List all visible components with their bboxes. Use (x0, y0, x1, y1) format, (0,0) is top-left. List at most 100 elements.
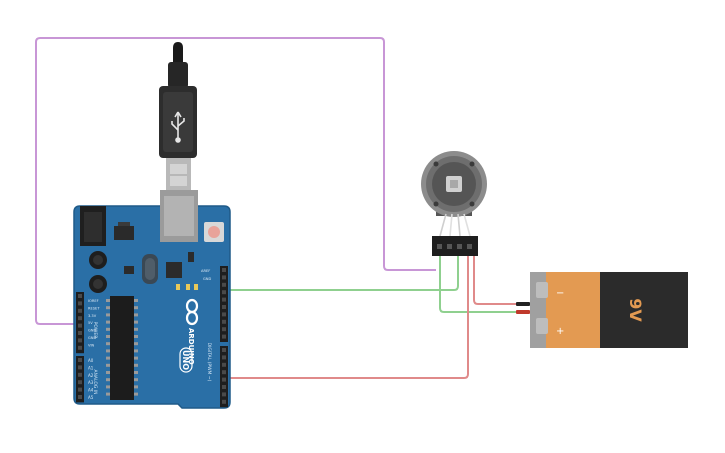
voltage-regulator (114, 226, 134, 240)
header-pin[interactable] (78, 372, 82, 377)
chip-leg (134, 385, 138, 389)
header-pin[interactable] (222, 268, 226, 272)
power-pin-label: 3.3V (88, 314, 97, 318)
chip-leg (134, 392, 138, 396)
chip-leg (134, 306, 138, 310)
battery-voltage-label: 9V (626, 298, 645, 322)
power-pin-label: IOREF (88, 299, 99, 303)
chip-leg (106, 378, 110, 382)
header-pin[interactable] (222, 282, 226, 287)
header-pin[interactable] (78, 365, 82, 370)
header-pin[interactable] (78, 338, 82, 343)
header-pin[interactable] (78, 380, 82, 385)
atmega-microcontroller (106, 296, 138, 400)
power-pin-label: VIN (88, 343, 95, 347)
wires (35, 37, 522, 379)
analog-section-label: ANALOG IN (92, 369, 98, 394)
battery-lead-black (516, 302, 530, 306)
chip-leg (134, 371, 138, 374)
analog-pin-label: A5 (88, 395, 94, 400)
battery-plus-sign: + (556, 326, 564, 337)
power-pin-label: GND (88, 329, 96, 333)
header-pin[interactable] (222, 312, 226, 317)
header-pin[interactable] (222, 399, 226, 404)
servo-screws (433, 161, 475, 207)
arduino-logo: ARDUINO (185, 298, 199, 365)
usb-icon (171, 111, 185, 143)
header-pin[interactable] (222, 392, 226, 397)
power-pin-label: GND (88, 336, 96, 340)
header-pin[interactable] (222, 275, 226, 280)
chip-leg (106, 349, 110, 353)
chip-leg (134, 342, 138, 346)
analog-pin-label: A3 (88, 380, 94, 385)
analog-pin-label: A0 (88, 358, 94, 363)
led-tx (186, 284, 190, 290)
header-pin[interactable] (222, 327, 226, 332)
header-pin[interactable] (78, 358, 82, 362)
header-pin[interactable] (222, 377, 226, 382)
chip-leg (106, 327, 110, 331)
header-pin[interactable] (78, 395, 82, 399)
header-strip (220, 346, 228, 408)
wire-red-battery[interactable] (473, 256, 522, 305)
battery-minus-sign: − (556, 288, 564, 299)
power-pin-label: RESET (88, 306, 100, 310)
header-pin[interactable] (222, 370, 226, 375)
header-pin[interactable] (222, 319, 226, 324)
header-pin[interactable] (222, 385, 226, 389)
wire-purple-5v[interactable] (35, 37, 436, 325)
battery-lead-red (516, 310, 530, 314)
chip-leg (106, 335, 110, 338)
header-pin[interactable] (78, 387, 82, 392)
header-pin[interactable] (78, 331, 82, 335)
analog-pin-label: A4 (88, 388, 94, 393)
chip-leg (134, 363, 138, 367)
infinity-icon (185, 298, 199, 326)
uno-text: UNO (181, 350, 190, 370)
chip-leg (106, 320, 110, 324)
header-pin[interactable] (78, 323, 82, 328)
wire-green-battery[interactable] (439, 256, 522, 313)
header-pin[interactable] (78, 294, 82, 298)
chip-leg (134, 313, 138, 317)
header-pin[interactable] (222, 348, 226, 352)
chip-leg (134, 320, 138, 324)
header-pin[interactable] (222, 297, 226, 302)
header-pin[interactable] (78, 301, 82, 306)
digital-section-label: DIGITAL (PWM ~) (206, 343, 212, 382)
header-pin[interactable] (78, 308, 82, 313)
header-pin[interactable] (222, 305, 226, 309)
chip-leg (106, 306, 110, 310)
battery-9v[interactable]: 9V − + (516, 272, 688, 348)
header-pin[interactable] (222, 334, 226, 339)
aref-label: AREF (201, 269, 210, 273)
usb-strain-relief (168, 62, 188, 88)
header-pin[interactable] (222, 355, 226, 360)
chip-leg (106, 356, 110, 360)
usb-cable[interactable] (159, 42, 197, 190)
wire-red-signal[interactable] (228, 256, 469, 379)
continuous-servo[interactable] (421, 151, 487, 256)
wire-green-gnd-servo[interactable] (228, 256, 459, 291)
battery-terminal-minus[interactable] (536, 282, 548, 298)
arduino-brand-text: ARDUINO (187, 328, 195, 365)
chip-leg (106, 385, 110, 389)
chip-leg (106, 313, 110, 317)
header-strip (76, 356, 84, 403)
status-leds (176, 284, 198, 290)
servo-connector[interactable] (432, 236, 478, 256)
header-pin[interactable] (222, 362, 226, 367)
chip-leg (106, 371, 110, 374)
header-pin[interactable] (78, 316, 82, 321)
header-pin[interactable] (78, 345, 82, 350)
header-pin[interactable] (222, 290, 226, 295)
battery-terminal-plus[interactable] (536, 318, 548, 334)
chip-leg (134, 349, 138, 353)
header-strip (76, 292, 84, 354)
